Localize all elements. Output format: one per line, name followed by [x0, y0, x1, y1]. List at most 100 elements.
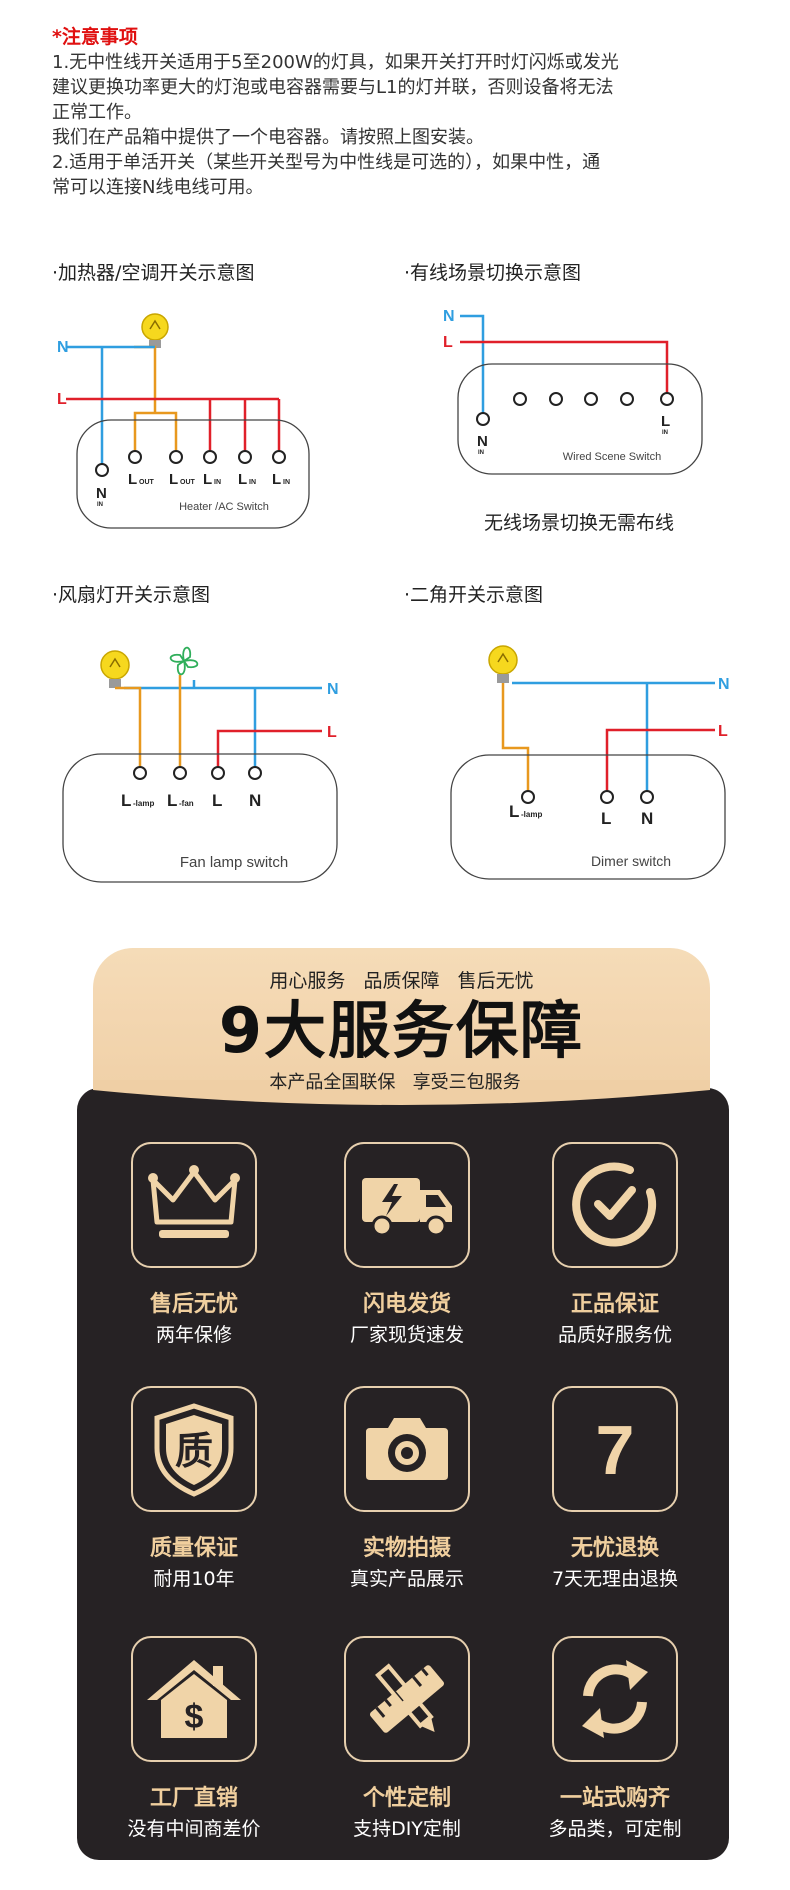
wire-label-l: L: [718, 723, 728, 740]
service-tagline: 用心服务 品质保障 售后无忧: [269, 970, 534, 992]
notice-section: *注意事项 1.无中性线开关适用于5至200W的灯具，如果开关打开时灯闪烁或发光…: [52, 24, 712, 200]
terminal-sublabel: IN: [97, 502, 103, 508]
service-title: 无忧退换: [570, 1536, 659, 1561]
heater-diagram-title: ·加热器/空调开关示意图: [52, 262, 255, 284]
service-desc: 真实产品展示: [349, 1568, 464, 1590]
terminal-sublabel: OUT: [180, 479, 196, 486]
terminal-label: N: [249, 791, 261, 810]
service-card-factory: $: [131, 1636, 257, 1762]
terminal-sublabel: IN: [249, 479, 256, 486]
service-title: 质量保证: [149, 1536, 238, 1561]
notice-line: 正常工作。: [52, 102, 142, 123]
service-title: 售后无忧: [149, 1292, 238, 1317]
service-title: 一站式购齐: [559, 1786, 670, 1811]
service-title: 个性定制: [362, 1786, 451, 1811]
service-desc: 支持DIY定制: [353, 1818, 461, 1840]
service-header-curve: [93, 1080, 710, 1105]
heater-wiring-diagram: N L N IN L OUT L OUT L IN L IN L IN Heat…: [52, 305, 322, 535]
service-title: 实物拍摄: [362, 1536, 451, 1561]
terminal-label: L: [121, 791, 131, 810]
service-desc: 厂家现货速发: [349, 1324, 464, 1346]
notice-line: 我们在产品箱中提供了一个电容器。请按照上图安装。: [52, 127, 484, 148]
service-card-one-stop: [552, 1636, 678, 1762]
wireless-scene-note: 无线场景切换无需布线: [484, 512, 675, 534]
service-subline: 本产品全国联保 享受三包服务: [269, 1072, 521, 1093]
service-title: 工厂直销: [149, 1786, 238, 1811]
terminal-label: N: [477, 433, 488, 450]
terminal-label: L: [203, 471, 212, 488]
switch-caption: Dimer switch: [591, 853, 671, 869]
notice-line: 2.适用于单活开关（某些开关型号为中性线是可选的），如果中性，通: [52, 152, 601, 173]
terminal-sublabel: -lamp: [521, 810, 542, 819]
fan-wiring-diagram: N L L -lamp L -fan L N Fan lamp switch: [60, 640, 360, 890]
terminal-sublabel: IN: [214, 479, 221, 486]
terminal-sublabel: -fan: [179, 799, 194, 808]
quality-glyph: 质: [175, 1429, 213, 1473]
terminal-sublabel: IN: [478, 450, 484, 456]
bulb-icon: [141, 313, 169, 348]
bulb-icon: [488, 645, 518, 683]
fan-diagram-title: ·风扇灯开关示意图: [52, 584, 211, 606]
notice-line: 1.无中性线开关适用于5至200W的灯具，如果开关打开时灯闪烁或发光: [52, 52, 619, 73]
service-card-return: 7: [552, 1386, 678, 1512]
notice-title: *注意事项: [52, 26, 138, 48]
dimmer-diagram-title: ·二角开关示意图: [404, 584, 544, 606]
terminal-sublabel: IN: [283, 479, 290, 486]
wire-label-n: N: [57, 339, 69, 356]
crown-icon: [148, 1165, 240, 1238]
service-card-genuine: [552, 1142, 678, 1268]
service-card-photo: [344, 1386, 470, 1512]
service-headline: 9大服务保障: [218, 994, 585, 1067]
service-title: 闪电发货: [362, 1292, 451, 1317]
seven-days-icon: 7: [596, 1411, 635, 1489]
refresh-arrows-icon: [582, 1660, 648, 1738]
terminal-label: L: [509, 802, 519, 821]
service-desc: 7天无理由退换: [551, 1568, 679, 1590]
fan-icon: [169, 646, 199, 676]
switch-caption: Wired Scene Switch: [563, 451, 661, 463]
switch-caption: Heater /AC Switch: [179, 501, 269, 513]
terminal-sublabel: -lamp: [133, 799, 154, 808]
delivery-truck-icon: [362, 1178, 452, 1237]
service-card-quality: 质: [131, 1386, 257, 1512]
notice-line: 常可以连接N线电线可用。: [52, 177, 264, 198]
service-desc: 耐用10年: [153, 1568, 235, 1590]
service-title: 正品保证: [570, 1292, 659, 1317]
service-desc: 多品类，可定制: [548, 1818, 682, 1840]
dollar-glyph: $: [185, 1698, 204, 1736]
wired-scene-wiring-diagram: N L N IN L IN Wired Scene Switch: [440, 300, 740, 480]
wire-label-l: L: [327, 724, 337, 741]
wire-label-l: L: [57, 391, 67, 408]
wire-label-n: N: [327, 681, 339, 698]
terminal-label: N: [96, 485, 107, 502]
wire-label-l: L: [443, 334, 453, 351]
terminal-label: L: [661, 413, 670, 430]
terminal-label: N: [641, 809, 653, 828]
camera-icon: [366, 1418, 448, 1480]
terminal-sublabel: OUT: [139, 479, 155, 486]
service-card-custom: [344, 1636, 470, 1762]
wire-label-n: N: [718, 676, 730, 693]
factory-house-icon: $: [147, 1660, 241, 1738]
terminal-label: L: [272, 471, 281, 488]
ruler-pencil-icon: [369, 1663, 445, 1733]
switch-caption: Fan lamp switch: [180, 854, 288, 871]
check-circle-icon: [572, 1162, 657, 1247]
terminal-label: L: [169, 471, 178, 488]
terminal-label: L: [212, 791, 222, 810]
seven-glyph: 7: [596, 1411, 635, 1489]
terminal-label: L: [128, 471, 137, 488]
terminal-label: L: [601, 809, 611, 828]
dimmer-wiring-diagram: N L L -lamp L N Dimer switch: [448, 640, 748, 890]
notice-line: 建议更换功率更大的灯泡或电容器需要与L1的灯并联，否则设备将无法: [52, 77, 614, 98]
terminal-label: L: [167, 791, 177, 810]
terminal-sublabel: IN: [662, 430, 668, 436]
service-card-shipping: [344, 1142, 470, 1268]
wire-label-n: N: [443, 308, 455, 325]
service-desc: 两年保修: [155, 1324, 232, 1346]
service-card-after-sales: [131, 1142, 257, 1268]
wired-scene-diagram-title: ·有线场景切换示意图: [404, 262, 582, 284]
quality-shield-icon: 质: [154, 1403, 234, 1497]
service-desc: 没有中间商差价: [127, 1818, 261, 1840]
terminal-label: L: [238, 471, 247, 488]
